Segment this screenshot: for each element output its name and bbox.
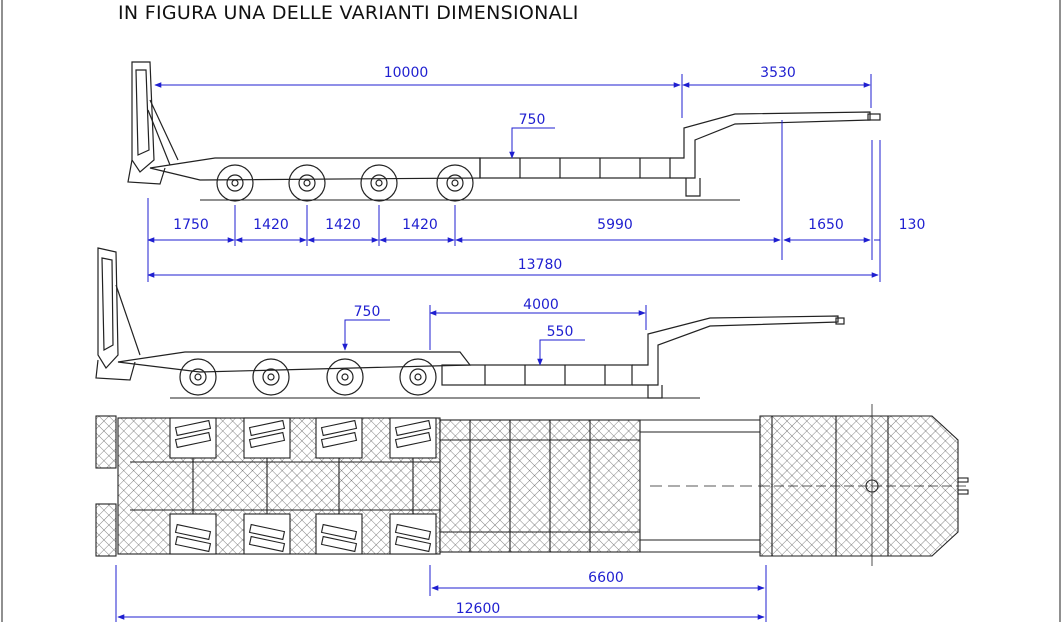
dim-axle-spacing-1: 1420 — [253, 217, 289, 233]
dim-overall-length-top: 13780 — [518, 257, 563, 273]
dim-ramp-to-axle: 1750 — [173, 217, 209, 233]
dim-extension-length: 4000 — [523, 297, 559, 313]
dimensions-top — [147, 74, 881, 282]
dim-ramp-height-middle: 750 — [354, 304, 381, 320]
wheel-sets-plan — [130, 419, 440, 553]
rear-ramp-middle — [95, 247, 141, 381]
extendable-deck-plan — [439, 419, 641, 553]
axle-wheels-middle — [179, 358, 437, 396]
side-view-top — [127, 61, 881, 202]
dim-ramp-height: 750 — [519, 112, 546, 128]
plan-view — [95, 404, 969, 566]
dim-deck-height-middle: 550 — [547, 324, 574, 340]
ramp-plan-right — [95, 503, 117, 557]
dim-axle-spacing-2: 1420 — [325, 217, 361, 233]
rear-ramp-top — [127, 61, 179, 185]
dim-gooseneck-length: 3530 — [760, 65, 796, 81]
dimensions-middle — [342, 305, 647, 366]
dim-axle-spacing-3: 1420 — [402, 217, 438, 233]
drawing-title: IN FIGURA UNA DELLE VARIANTI DIMENSIONAL… — [118, 2, 579, 24]
ramp-plan-left — [95, 415, 117, 469]
side-view-middle — [95, 247, 845, 399]
dimensions-plan — [115, 565, 767, 622]
dim-front-overhang: 130 — [899, 217, 926, 233]
dim-overall-length-plan: 12600 — [456, 601, 501, 617]
dim-deck-length: 10000 — [384, 65, 429, 81]
dim-extendable-deck: 6600 — [588, 570, 624, 586]
dim-kingpin-to-front: 1650 — [808, 217, 844, 233]
telescopic-beams — [640, 419, 760, 553]
dim-axle-to-kingpin: 5990 — [597, 217, 633, 233]
axle-wheels-top — [216, 164, 474, 202]
